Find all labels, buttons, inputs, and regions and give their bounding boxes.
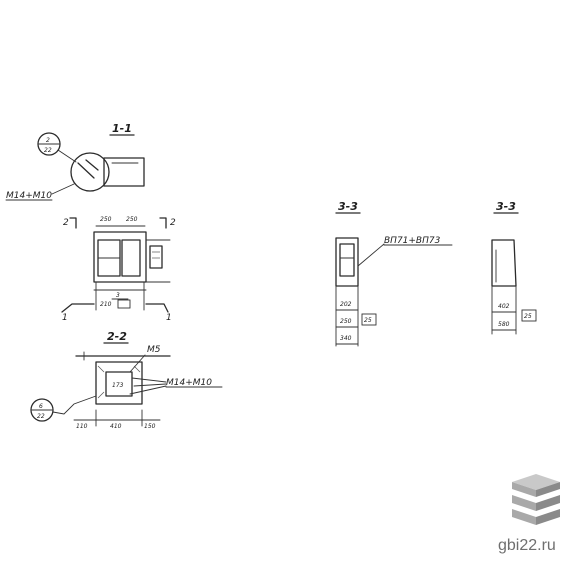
logo-layer-top-right [536,482,560,497]
plan-view: 2 2 250 250 3 210 1 1 [61,216,176,323]
section-3a-dim-1: 202 [340,301,352,308]
detail-circle [70,152,110,192]
body-hatch-2 [133,365,141,373]
plan-block [93,231,147,283]
section-3a-column [335,237,359,287]
side-element [149,245,163,269]
marker-left-top: 2 [63,218,69,228]
callout-circle-2 [30,398,54,422]
callout-2-top: 6 [39,403,43,410]
section-2-body [95,361,143,405]
watermark-logo-icon [512,474,560,525]
callout-circle-1 [37,132,61,156]
section-3b-title: 3-3 [496,200,516,213]
plan-right-cell [121,239,141,277]
section-3a-inner [339,243,355,277]
section-3a-dim-2: 250 [340,318,352,325]
detail-inner-lines [77,159,99,179]
marker-left-bottom-arrow [61,303,95,313]
body-hatch-1 [97,365,105,373]
label-vp: ВП71+ВП73 [384,236,441,246]
marker-left-top-arrow [69,217,77,229]
section-1-1: 1-1 2 22 М14+М10 [5,122,145,201]
top-dim-right: 250 [126,216,138,223]
label-m14-1: М14+М10 [6,191,52,201]
bottom-dim-left: 110 [76,423,88,430]
logo-layer-bottom-right [536,509,560,525]
watermark-text: gbi22.ru [498,537,556,554]
section-3a-tag-box [361,313,377,326]
lower-small-box [117,299,131,309]
marker-left-bottom: 1 [62,313,68,323]
bottom-dim-mid: 410 [110,423,122,430]
lower-dim-inner: 3 [116,292,120,299]
section-2-2: 2-2 М5 173 М14+М10 6 22 110 410 150 [30,330,223,430]
marker-right-bottom-arrow [145,303,169,313]
section-3b-tag-box [521,309,537,322]
section-3b-tag: 25 [524,313,532,320]
label-m14-2: М14+М10 [166,378,212,388]
beam-outline [103,157,145,187]
section-3a-title: 3-3 [338,200,358,213]
marker-right-top: 2 [170,218,176,228]
callout-1-leader [57,149,77,163]
section-3-3-b: 3-3 402 580 25 [491,200,537,335]
marker-right-top-arrow [159,217,167,229]
callout-1-bottom: 22 [44,147,52,154]
leader-m14-1 [51,183,75,195]
section-3-3-a: 3-3 ВП71+ВП73 202 250 340 25 [335,200,453,347]
core-label: 173 [112,382,124,389]
body-hatch-3 [97,391,105,399]
section-2-core [105,371,133,397]
top-dim-left: 250 [100,216,112,223]
callout-1-top: 2 [46,137,50,144]
leader-m5 [129,354,146,373]
marker-right-bottom: 1 [166,313,172,323]
section-2-2-title: 2-2 [107,330,127,343]
bottom-dim-right: 150 [144,423,156,430]
section-3a-tag: 25 [364,317,372,324]
label-m5: М5 [147,345,161,355]
callout-2-leader [52,395,97,415]
lower-dim-small: 210 [100,301,112,308]
logo-layer-mid-left [512,495,536,511]
section-3a-dim-3: 340 [340,335,352,342]
callout-2-bottom: 22 [37,413,45,420]
section-3b-dim-2: 580 [498,321,510,328]
leader-vp [357,243,385,267]
section-3b-dim-1: 402 [498,303,510,310]
logo-layer-top-left [512,482,536,497]
logo-layer-mid-right [536,495,560,511]
section-1-1-title: 1-1 [112,122,132,135]
leader-fan-right [129,377,167,395]
logo-layer-bottom-left [512,509,536,525]
